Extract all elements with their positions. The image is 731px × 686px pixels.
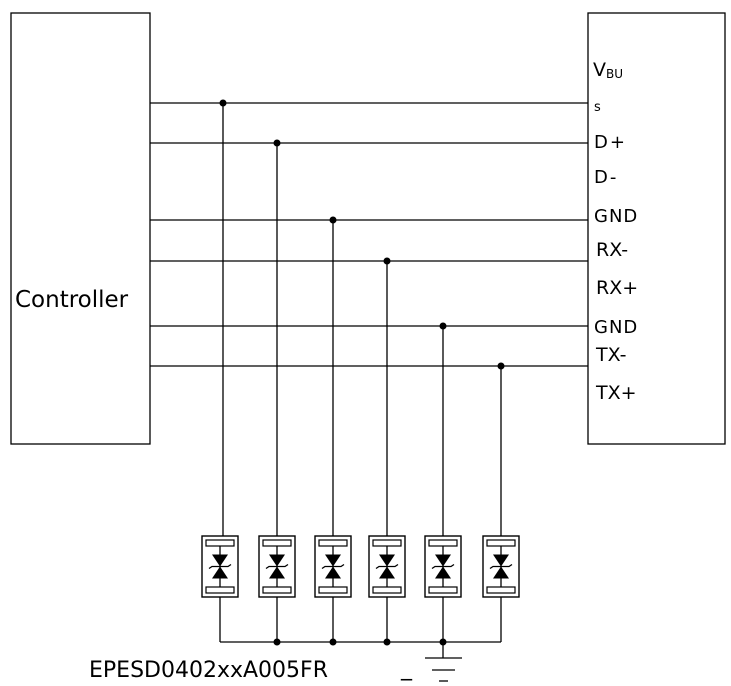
diode-triangle-up bbox=[325, 566, 341, 579]
controller-box bbox=[10, 12, 151, 445]
tvs-diode bbox=[424, 535, 462, 642]
pin-label-d-plus: D+ bbox=[594, 132, 627, 153]
diode-triangle-up bbox=[212, 566, 228, 579]
junction-dot bbox=[497, 362, 505, 370]
diode-triangle-down bbox=[325, 554, 341, 567]
drop-lines bbox=[222, 103, 502, 536]
junction-dot bbox=[219, 99, 227, 107]
pin-label-rx-plus: RX+ bbox=[596, 277, 638, 299]
bus-junctions bbox=[273, 638, 447, 646]
tvs-diode bbox=[201, 535, 239, 642]
diode-zener-bar bbox=[321, 563, 345, 570]
tvs-diode bbox=[368, 535, 406, 642]
part-number-label: EPESD0402xxA005FR bbox=[89, 658, 328, 683]
junction-dot bbox=[329, 638, 337, 646]
diode-zener-bar bbox=[265, 563, 289, 570]
tvs-diode bbox=[314, 535, 352, 642]
ground-prefix-mark: _ bbox=[400, 656, 413, 681]
tvs-diode-array bbox=[201, 535, 520, 642]
junction-dot bbox=[273, 638, 281, 646]
junction-dot bbox=[439, 322, 447, 330]
junction-dot bbox=[329, 216, 337, 224]
diode-triangle-down bbox=[379, 554, 395, 567]
diode-triangle-up bbox=[493, 566, 509, 579]
diode-triangle-down bbox=[269, 554, 285, 567]
connector-box bbox=[587, 12, 726, 445]
controller-label: Controller bbox=[15, 287, 129, 313]
pin-label-d-minus: D- bbox=[594, 167, 618, 188]
junction-dot bbox=[439, 638, 447, 646]
signal-junctions bbox=[219, 99, 505, 370]
diode-triangle-up bbox=[435, 566, 451, 579]
tvs-diode bbox=[258, 535, 296, 642]
junction-dot bbox=[383, 638, 391, 646]
diode-triangle-up bbox=[379, 566, 395, 579]
diode-triangle-up bbox=[269, 566, 285, 579]
junction-dot bbox=[383, 257, 391, 265]
pin-label-gnd-2: GND bbox=[594, 317, 638, 338]
diode-triangle-down bbox=[212, 554, 228, 567]
pin-label-tx-plus: TX+ bbox=[595, 382, 637, 404]
diode-triangle-down bbox=[493, 554, 509, 567]
signal-lines bbox=[150, 102, 588, 367]
diode-zener-bar bbox=[489, 563, 513, 570]
tvs-diode bbox=[482, 535, 520, 642]
pin-label-gnd-1: GND bbox=[594, 206, 638, 227]
diode-zener-bar bbox=[431, 563, 455, 570]
diode-zener-bar bbox=[208, 563, 232, 570]
diode-zener-bar bbox=[375, 563, 399, 570]
pin-label-rx-minus: RX- bbox=[596, 239, 628, 261]
pin-label-vbus-s: s bbox=[594, 100, 601, 115]
pin-label-vbus: VBU bbox=[593, 59, 623, 81]
junction-dot bbox=[273, 139, 281, 147]
diode-triangle-down bbox=[435, 554, 451, 567]
pin-label-tx-minus: TX- bbox=[595, 344, 627, 366]
